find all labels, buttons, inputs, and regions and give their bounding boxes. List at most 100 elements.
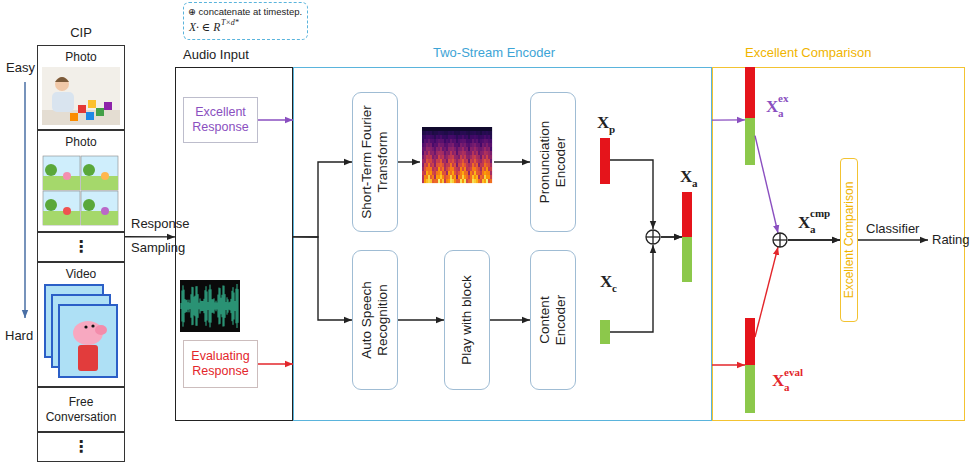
spectrogram-cell bbox=[480, 139, 482, 143]
node-text: Excellent Response bbox=[183, 97, 258, 143]
toy-block bbox=[86, 112, 94, 120]
connector bbox=[755, 240, 840, 337]
spectrogram-cell bbox=[468, 139, 470, 143]
toy-block bbox=[70, 113, 78, 121]
spectrogram-cell bbox=[444, 135, 446, 139]
spectrogram-cell bbox=[440, 135, 442, 139]
spectrogram-cell bbox=[464, 163, 466, 167]
spectrogram-cell bbox=[436, 155, 438, 159]
list-cell: Photo bbox=[37, 130, 125, 232]
spectrogram-cell bbox=[452, 139, 454, 143]
spectrogram-cell bbox=[454, 179, 456, 183]
feature-bar: Xc bbox=[600, 320, 610, 344]
spectrogram-cell bbox=[472, 151, 474, 155]
spectrogram-cell bbox=[422, 155, 424, 159]
spectrogram-cell bbox=[426, 175, 428, 179]
spectrogram-cell bbox=[484, 147, 486, 151]
spectrogram-cell bbox=[464, 139, 466, 143]
spectrogram-cell bbox=[490, 131, 492, 135]
spectrogram-cell bbox=[482, 167, 484, 171]
spectrogram-cell bbox=[448, 155, 450, 159]
spectrogram-cell bbox=[422, 139, 424, 143]
concat-cross bbox=[646, 236, 660, 237]
spectrogram-cell bbox=[474, 143, 476, 147]
spectrogram-cell bbox=[484, 131, 486, 135]
connector bbox=[712, 365, 745, 366]
spectrogram-cell bbox=[488, 147, 490, 151]
spectrogram-cell bbox=[476, 139, 478, 143]
spectrogram-cell bbox=[450, 139, 452, 143]
spectrogram-cell bbox=[460, 151, 462, 155]
concat-cross bbox=[773, 239, 787, 240]
spectrogram-cell bbox=[474, 151, 476, 155]
spectrogram-cell bbox=[488, 167, 490, 171]
spectrogram-cell bbox=[464, 151, 466, 155]
spectrogram-cell bbox=[468, 135, 470, 139]
spectrogram-cell bbox=[462, 151, 464, 155]
spectrogram-cell bbox=[482, 127, 484, 131]
spectrogram-cell bbox=[454, 155, 456, 159]
spectrogram-cell bbox=[460, 139, 462, 143]
spectrogram-cell bbox=[442, 179, 444, 183]
spectrogram-cell bbox=[476, 163, 478, 167]
spectrogram-cell bbox=[426, 171, 428, 175]
connector bbox=[125, 236, 175, 237]
spectrogram-cell bbox=[424, 131, 426, 135]
spectrogram-cell bbox=[430, 143, 432, 147]
spectrogram-cell bbox=[490, 127, 492, 131]
waveform-sample bbox=[196, 286, 197, 326]
spectrogram-cell bbox=[422, 175, 424, 179]
connector-segment bbox=[293, 162, 352, 237]
spectrogram-cell bbox=[432, 147, 434, 151]
spectrogram-cell bbox=[464, 171, 466, 175]
connector-segment bbox=[610, 245, 653, 332]
spectrogram-cell bbox=[466, 163, 468, 167]
input-box: Excellent Response bbox=[183, 97, 258, 143]
spectrogram-cell bbox=[424, 143, 426, 147]
spectrogram-cell bbox=[450, 179, 452, 183]
comic-figure bbox=[63, 207, 71, 215]
spectrogram-cell bbox=[476, 147, 478, 151]
symbol-superscript: eval bbox=[784, 366, 803, 379]
spectrogram-cell bbox=[432, 131, 434, 135]
spectrogram-cell bbox=[458, 159, 460, 163]
node-text: Photo bbox=[37, 50, 125, 64]
spectrogram-cell bbox=[472, 139, 474, 143]
spectrogram-cell bbox=[426, 135, 428, 139]
spectrogram-cell bbox=[446, 131, 448, 135]
spectrogram-cell bbox=[478, 139, 480, 143]
spectrogram-cell bbox=[450, 163, 452, 167]
spectrogram-cell bbox=[422, 151, 424, 155]
spectrogram-cell bbox=[438, 159, 440, 163]
waveform-sample bbox=[229, 302, 230, 309]
spectrogram-cell bbox=[462, 127, 464, 131]
spectrogram-cell bbox=[470, 127, 472, 131]
symbol-subscript: c bbox=[612, 282, 617, 295]
waveform-sample bbox=[231, 299, 232, 313]
spectrogram-cell bbox=[472, 159, 474, 163]
spectrogram-cell bbox=[468, 167, 470, 171]
node-text: ⊕ concatenate at timestep. bbox=[188, 6, 302, 17]
spectrogram-cell bbox=[428, 151, 430, 155]
spectrogram-cell bbox=[476, 127, 478, 131]
spectrogram-cell bbox=[486, 155, 488, 159]
spectrogram-cell bbox=[480, 135, 482, 139]
spectrogram-cell bbox=[454, 171, 456, 175]
spectrogram-cell bbox=[438, 175, 440, 179]
spectrogram-cell bbox=[442, 163, 444, 167]
list-cell: Video bbox=[37, 262, 125, 387]
spectrogram-cell bbox=[474, 175, 476, 179]
spectrogram-cell bbox=[442, 135, 444, 139]
spectrogram-cell bbox=[474, 171, 476, 175]
spectrogram-cell bbox=[442, 143, 444, 147]
spectrogram-cell bbox=[446, 167, 448, 171]
feature-bar: Xaeval bbox=[745, 318, 755, 413]
feature-bar: Xaex bbox=[745, 67, 755, 165]
connector bbox=[258, 364, 293, 365]
waveform-sample bbox=[224, 286, 225, 327]
spectrogram-cell bbox=[466, 159, 468, 163]
spectrogram-cell bbox=[460, 159, 462, 163]
spectrogram-cell bbox=[476, 151, 478, 155]
spectrogram-cell bbox=[452, 163, 454, 167]
spectrogram-cell bbox=[432, 179, 434, 183]
